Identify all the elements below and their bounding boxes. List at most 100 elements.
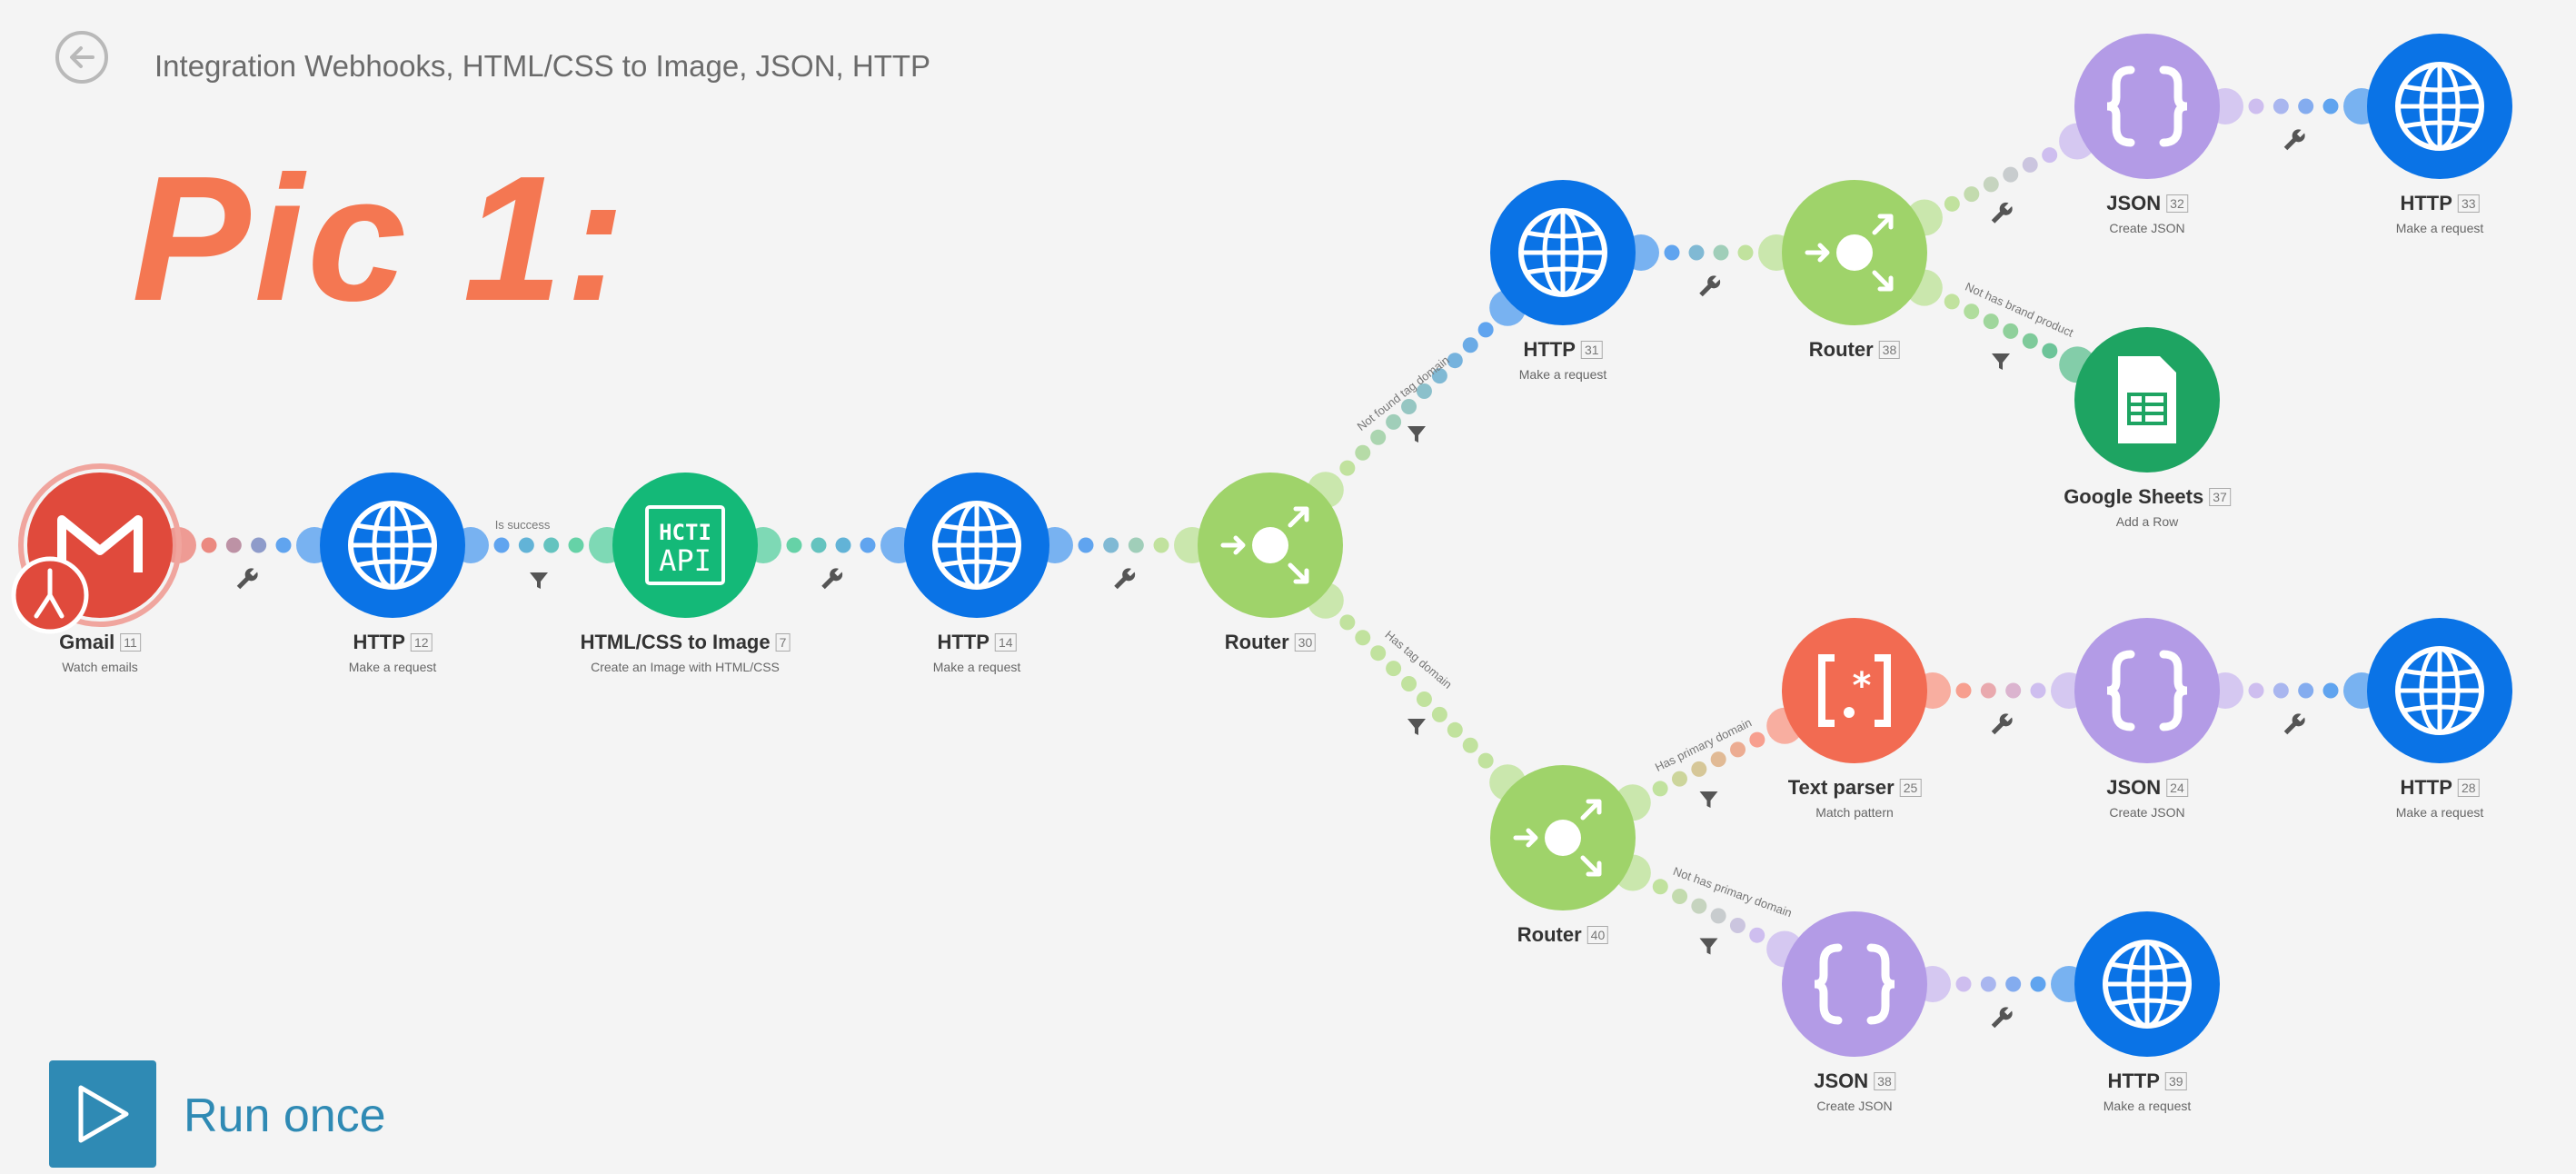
wrench-icon[interactable] — [1989, 1004, 2016, 1031]
connection-dot — [1983, 176, 1999, 193]
connection-dot — [2022, 333, 2038, 349]
arrow-left-icon — [70, 46, 94, 68]
connection-gmail11-http12[interactable] — [160, 527, 333, 592]
filter-icon[interactable] — [530, 572, 548, 589]
filter-icon[interactable] — [1407, 719, 1426, 735]
module-http31[interactable] — [1490, 180, 1636, 325]
filter-icon[interactable] — [1699, 791, 1718, 808]
wrench-icon[interactable] — [1111, 565, 1139, 592]
module-description: Create an Image with HTML/CSS — [591, 660, 780, 674]
filter-icon[interactable] — [1407, 426, 1426, 443]
module-id-badge: 28 — [2457, 779, 2480, 797]
wrench-icon[interactable] — [234, 565, 262, 592]
connection-text25-json24[interactable] — [1915, 672, 2087, 737]
module-id-badge: 12 — [410, 633, 433, 652]
schedule-clock-icon[interactable] — [11, 556, 89, 634]
wrench-icon[interactable] — [2282, 126, 2309, 154]
filter-icon[interactable] — [1992, 353, 2010, 370]
connection-http12-hcti7[interactable]: Is success — [453, 518, 625, 589]
connection-dot — [1477, 322, 1494, 338]
module-description: Match pattern — [1815, 805, 1894, 820]
connection-json38-http39[interactable] — [1915, 966, 2087, 1030]
module-json24[interactable] — [2074, 618, 2220, 763]
module-router38[interactable] — [1782, 180, 1927, 325]
connection-http14-router30[interactable] — [1037, 527, 1210, 592]
module-circle[interactable] — [1782, 911, 1927, 1057]
connection-dot — [1652, 781, 1668, 797]
route-label: Is success — [495, 518, 551, 532]
module-description: Make a request — [932, 660, 1021, 674]
connection-router40-text25[interactable]: Has primary domain — [1614, 707, 1804, 821]
connection-router30-http31[interactable]: Not found tag domain — [1307, 289, 1527, 509]
connection-dot — [1944, 195, 1960, 212]
module-id-badge: 33 — [2457, 194, 2480, 213]
module-id-badge: 38 — [1874, 1072, 1895, 1090]
globe-icon — [348, 501, 437, 590]
svg-text:API: API — [659, 543, 711, 578]
connection-dot — [2042, 147, 2058, 164]
module-circle[interactable] — [2074, 618, 2220, 763]
module-id-badge: 32 — [2166, 194, 2188, 213]
module-name: Google Sheets — [2064, 485, 2204, 508]
module-router40[interactable] — [1490, 765, 1636, 910]
wrench-icon[interactable] — [2282, 711, 2309, 738]
run-once-label[interactable]: Run once — [184, 1089, 386, 1142]
module-gmail11[interactable] — [11, 463, 182, 634]
connection-dot — [1688, 244, 1705, 261]
connection-dot — [811, 537, 827, 553]
wrench-icon[interactable] — [819, 565, 846, 592]
module-json38[interactable] — [1782, 911, 1927, 1057]
json-braces-icon — [2106, 65, 2188, 147]
connection-dot — [1401, 676, 1417, 692]
module-http12[interactable] — [320, 473, 465, 618]
connection-json32-http33[interactable] — [2207, 88, 2380, 153]
wrench-icon[interactable] — [1696, 273, 1724, 300]
route-label: Has tag domain — [1382, 628, 1454, 691]
connection-router30-router40[interactable]: Has tag domain — [1307, 582, 1527, 801]
wrench-icon[interactable] — [1989, 199, 2016, 226]
module-name: Router — [1224, 631, 1289, 653]
connection-dot — [1729, 918, 1746, 934]
connection-router38-json32[interactable] — [1905, 123, 2096, 236]
connection-json24-http28[interactable] — [2207, 672, 2380, 737]
module-text25[interactable]: * — [1782, 618, 1927, 763]
connection-dot — [2042, 343, 2058, 359]
module-http33[interactable] — [2367, 34, 2512, 179]
connection-dot — [835, 537, 851, 553]
module-http28[interactable] — [2367, 618, 2512, 763]
module-circle[interactable] — [2074, 34, 2220, 179]
connection-dot — [1462, 337, 1478, 353]
module-http39[interactable] — [2074, 911, 2220, 1057]
module-json32[interactable] — [2074, 34, 2220, 179]
connection-dot — [1652, 879, 1668, 895]
connection-hcti7-http14[interactable] — [745, 527, 917, 592]
connection-dot — [1477, 752, 1494, 769]
connection-dot — [1128, 537, 1144, 553]
connection-router38-sheets37[interactable]: Not has brand product — [1905, 269, 2096, 383]
module-sheets37[interactable] — [2074, 327, 2220, 473]
wrench-icon[interactable] — [1989, 711, 2016, 738]
google-sheets-icon — [2118, 356, 2176, 443]
run-once-button[interactable] — [49, 1060, 156, 1168]
connection-dot — [568, 537, 584, 553]
module-router30[interactable] — [1198, 473, 1343, 618]
module-description: Create JSON — [2109, 805, 2185, 820]
connection-http31-router38[interactable] — [1623, 234, 1795, 299]
back-button[interactable] — [55, 31, 108, 84]
globe-icon — [2395, 62, 2484, 151]
module-http14[interactable] — [904, 473, 1049, 618]
connection-dot — [201, 537, 217, 553]
connection-router40-json38[interactable]: Not has primary domain — [1614, 854, 1804, 968]
globe-icon — [2395, 646, 2484, 735]
router-icon — [1805, 214, 1894, 292]
filter-icon[interactable] — [1699, 938, 1718, 955]
